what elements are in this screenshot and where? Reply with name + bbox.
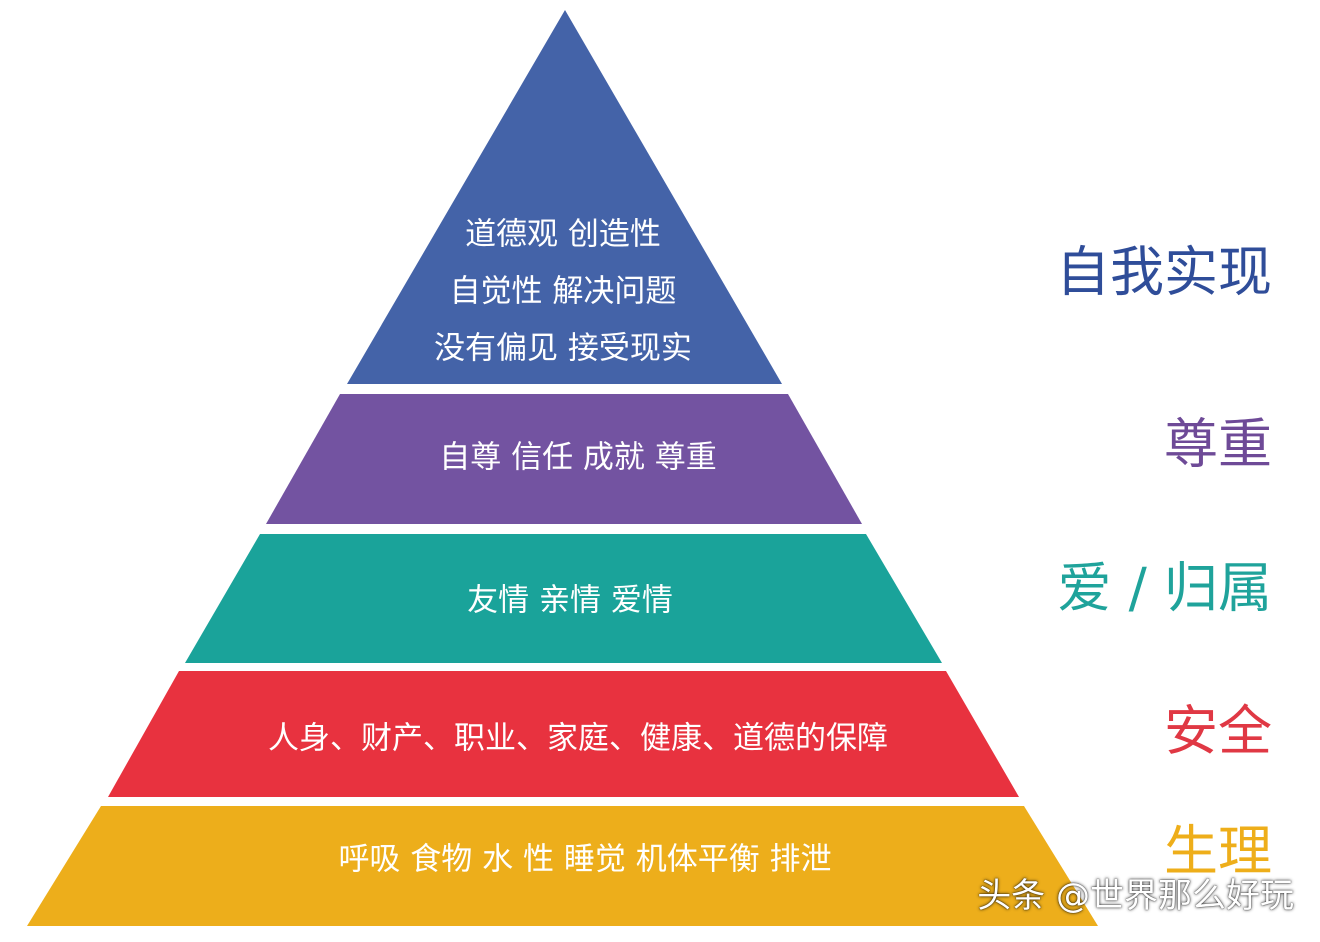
tier-text-self-actualization-3: 没有偏见 接受现实 [434,331,692,367]
level-label-safety: 安全 [1164,700,1272,763]
level-label-physiological: 生理 [1164,820,1272,883]
tier-text-physiological: 呼吸 食物 水 性 睡觉 机体平衡 排泄 [338,842,831,878]
tier-shape-safety [108,671,1019,797]
tier-shape-self-actualization [347,10,782,384]
tier-text-esteem: 自尊 信任 成就 尊重 [439,440,717,476]
level-label-love-belonging: 爱 / 归属 [1057,557,1272,620]
tier-text-safety: 人身、财产、职业、家庭、健康、道德的保障 [268,721,888,757]
tier-text-self-actualization-2: 自觉性 解决问题 [450,274,677,310]
tier-shape-love-belonging [185,534,942,663]
level-label-esteem: 尊重 [1164,413,1272,476]
tier-self-actualization: 道德观 创造性 自觉性 解决问题 没有偏见 接受现实 [347,10,782,384]
tier-text-self-actualization-1: 道德观 创造性 [465,217,661,253]
tier-text-love-belonging: 友情 亲情 爱情 [467,583,673,619]
tier-shape-physiological [27,806,1098,926]
tier-esteem: 自尊 信任 成就 尊重 [266,394,862,524]
tier-love-belonging: 友情 亲情 爱情 [185,534,942,663]
level-label-self-actualization: 自我实现 [1056,241,1272,304]
tier-shape-esteem [266,394,862,524]
tier-physiological: 呼吸 食物 水 性 睡觉 机体平衡 排泄 [27,806,1098,926]
tier-safety: 人身、财产、职业、家庭、健康、道德的保障 [108,671,1019,797]
watermark-text: 头条 @世界那么好玩 [977,876,1294,916]
